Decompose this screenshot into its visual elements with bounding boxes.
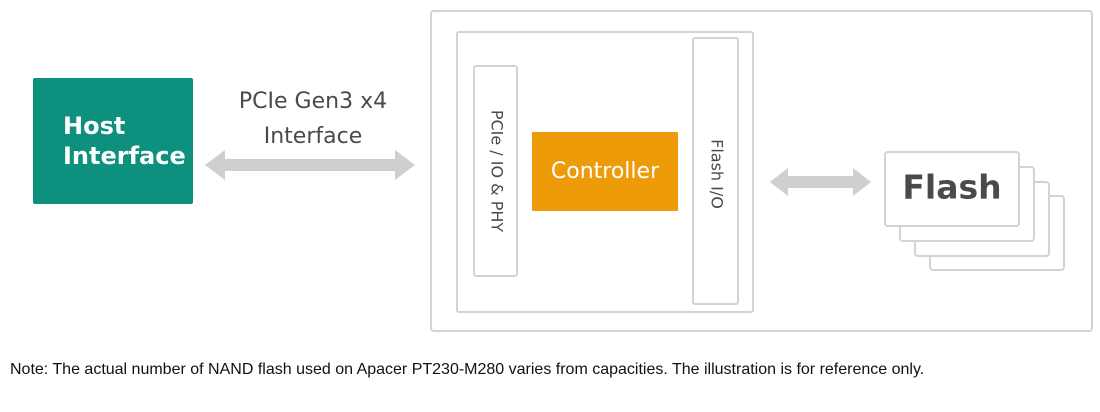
pcie-interface-caption-line1: PCIe Gen3 x4	[239, 89, 387, 114]
pcie-phy-block: PCIe / IO & PHY	[473, 65, 518, 277]
flash-label: Flash	[902, 168, 1001, 207]
host-interface-label-line1: Host	[63, 112, 125, 140]
pcie-interface-caption: PCIe Gen3 x4 Interface	[239, 89, 387, 149]
flash-card-1	[884, 151, 1020, 227]
controller-block: Controller	[532, 132, 678, 211]
host-link-double-arrow	[205, 150, 415, 180]
host-interface-block: Host Interface	[33, 78, 193, 204]
controller-label: Controller	[551, 159, 660, 184]
footnote-text: Note: The actual number of NAND flash us…	[10, 361, 925, 378]
flash-io-label: Flash I/O	[708, 139, 727, 209]
pcie-interface-caption-line2: Interface	[264, 124, 363, 149]
pcie-phy-label: PCIe / IO & PHY	[488, 110, 507, 233]
flash-io-block: Flash I/O	[692, 37, 739, 305]
host-interface-label-line2: Interface	[63, 142, 186, 170]
flash-stack: Flash	[884, 151, 1065, 271]
flash-link-double-arrow	[770, 168, 871, 196]
